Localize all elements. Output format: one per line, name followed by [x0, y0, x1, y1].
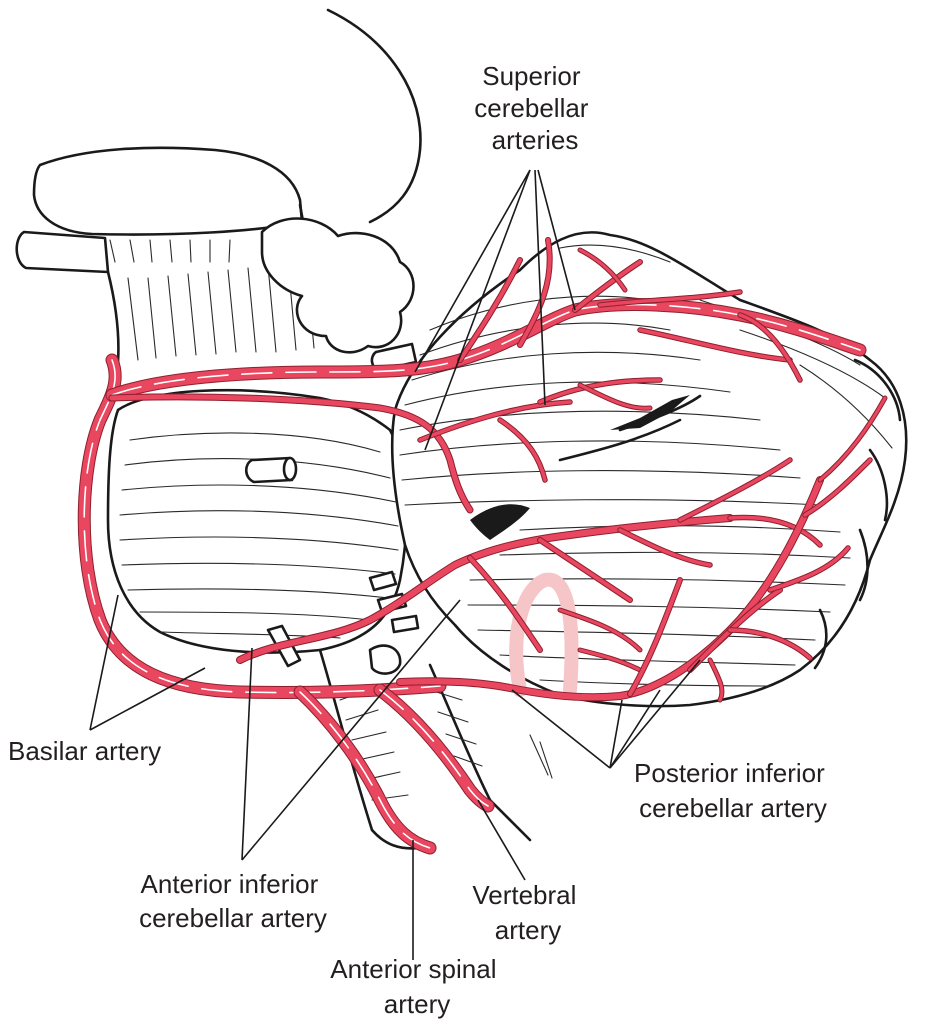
thalamus-block [32, 146, 304, 236]
superior-cerebellar-artery-1-highlight [111, 303, 861, 396]
trigeminal-root-end [282, 456, 298, 482]
superior-cerebellar-artery-2 [109, 394, 473, 513]
leader-lines [89, 169, 701, 960]
aica-branches [467, 457, 823, 673]
vertebral-artery-right-highlight [379, 689, 489, 807]
pons [106, 388, 408, 654]
label-vertebral-artery: Vertebral artery [472, 880, 583, 945]
midbrain-hatching [109, 239, 231, 263]
label-anterior-spinal-artery: Anterior spinal artery [330, 954, 503, 1019]
horizontal-fissure [610, 395, 690, 430]
label-superior-cerebellar-arteries: Superior cerebellar arteries [474, 61, 595, 155]
vertebral-artery-left-highlight [299, 691, 431, 849]
labels: Superior cerebellar arteries Basilar art… [8, 61, 832, 1019]
vertebral-artery-right [374, 684, 494, 812]
label-basilar-artery: Basilar artery [8, 736, 161, 766]
spinal-rootlets [529, 734, 553, 779]
optic-tract [15, 230, 110, 274]
arteries [77, 237, 888, 855]
cerebellar-lobules [558, 358, 902, 670]
label-anterior-inferior-cerebellar-artery: Anterior inferior cerebellar artery [139, 869, 327, 933]
label-posterior-inferior-cerebellar-artery: Posterior inferior cerebellar artery [634, 758, 832, 823]
anterior-inferior-cerebellar-artery [237, 515, 733, 663]
trigeminal-root [244, 456, 294, 484]
basilar-artery-highlight [83, 359, 441, 694]
line-drawing [15, 8, 908, 850]
cerebellar-folia [399, 244, 893, 687]
pica-loop-shadow [509, 572, 579, 697]
cerebellar-fissure [470, 504, 530, 540]
sca-branches [417, 237, 803, 483]
cerebrum-outline [326, 8, 422, 224]
mammillary-lobes [260, 217, 415, 354]
